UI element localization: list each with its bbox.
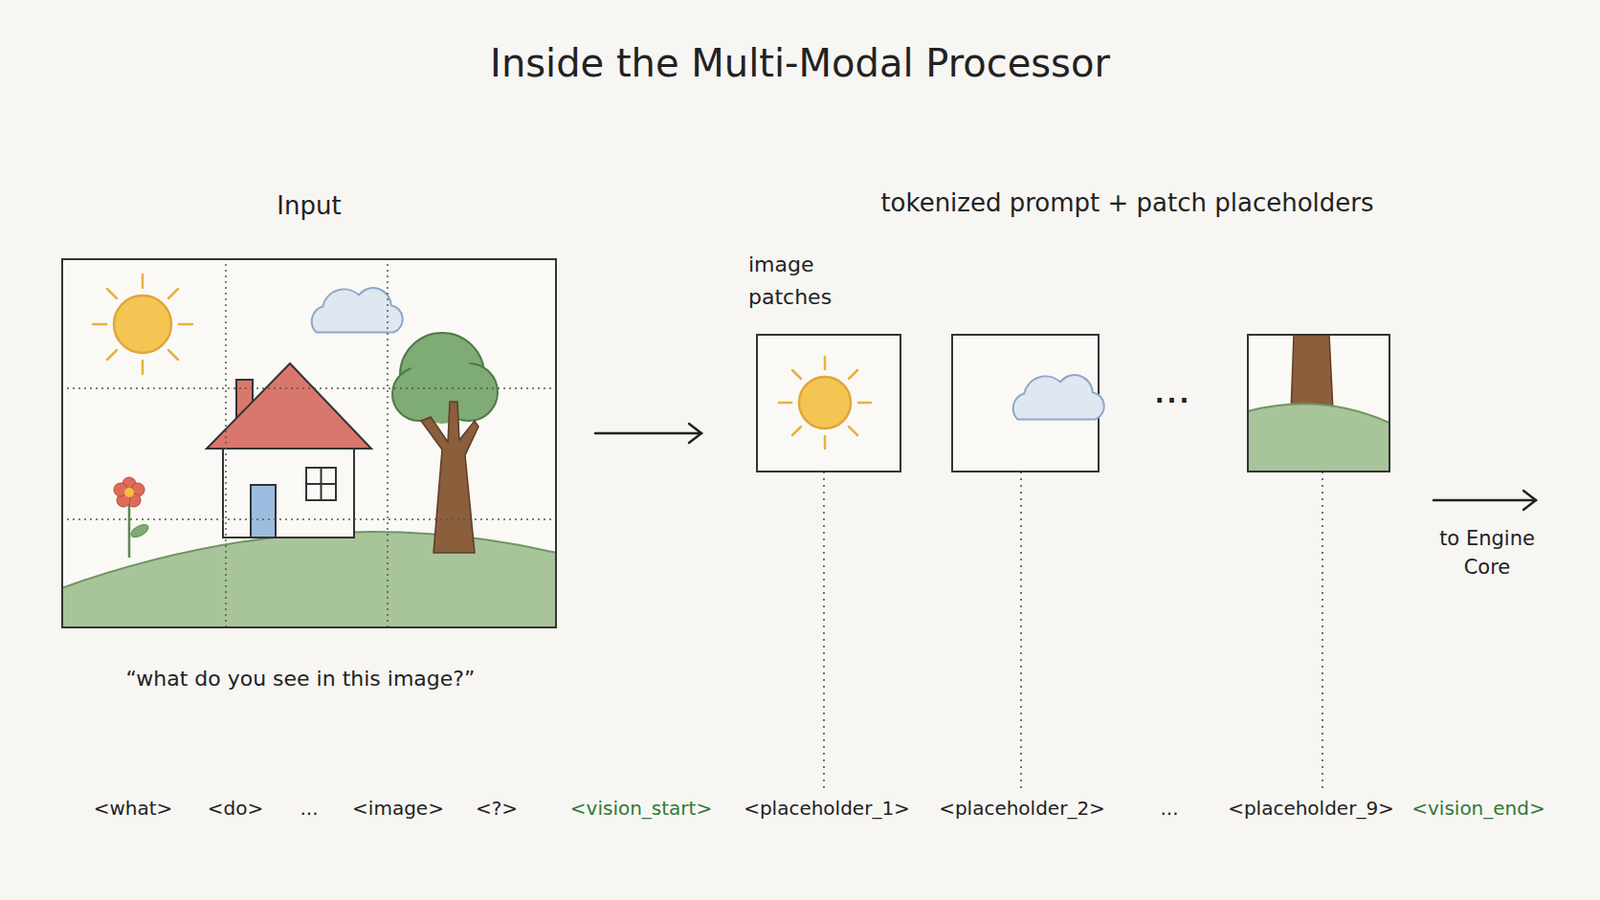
token: <image> [352,797,445,821]
hill [61,532,557,629]
placeholder-token: <placeholder_2> [938,797,1106,821]
image-patch [1247,334,1390,472]
arrow [1433,490,1536,511]
sun [92,274,193,375]
section-heading: tokenized prompt + patch placeholders [880,188,1374,218]
special-token: <vision_start> [570,797,712,821]
diagram-title: Inside the Multi-Modal Processor [489,41,1111,86]
drawing [61,258,557,629]
destination-note: to Engine Core [1430,524,1544,582]
placeholder-token: <placeholder_9> [1227,797,1395,821]
image-background [61,258,557,629]
prompt-text: “what do you see in this image?” [126,666,476,691]
input-image-box: Input [61,258,557,629]
leader-lines [823,471,1323,791]
image-patch [756,334,901,472]
grid-lines [61,258,557,629]
ellipsis: ... [1159,797,1178,821]
cloud [311,288,403,333]
token: <what> [93,797,174,821]
ellipsis: ... [1155,379,1193,409]
house [206,363,372,538]
special-token: <vision_end> [1411,797,1545,821]
box-heading: Input [276,191,341,221]
patch-caption: image patches [748,248,837,314]
arrow [595,423,702,444]
flower [113,477,151,558]
token: <?> [475,797,518,821]
token: <do> [207,797,264,821]
ellipsis: ... [299,797,318,821]
image-patch [952,334,1105,472]
placeholder-token: <placeholder_1> [743,797,911,821]
